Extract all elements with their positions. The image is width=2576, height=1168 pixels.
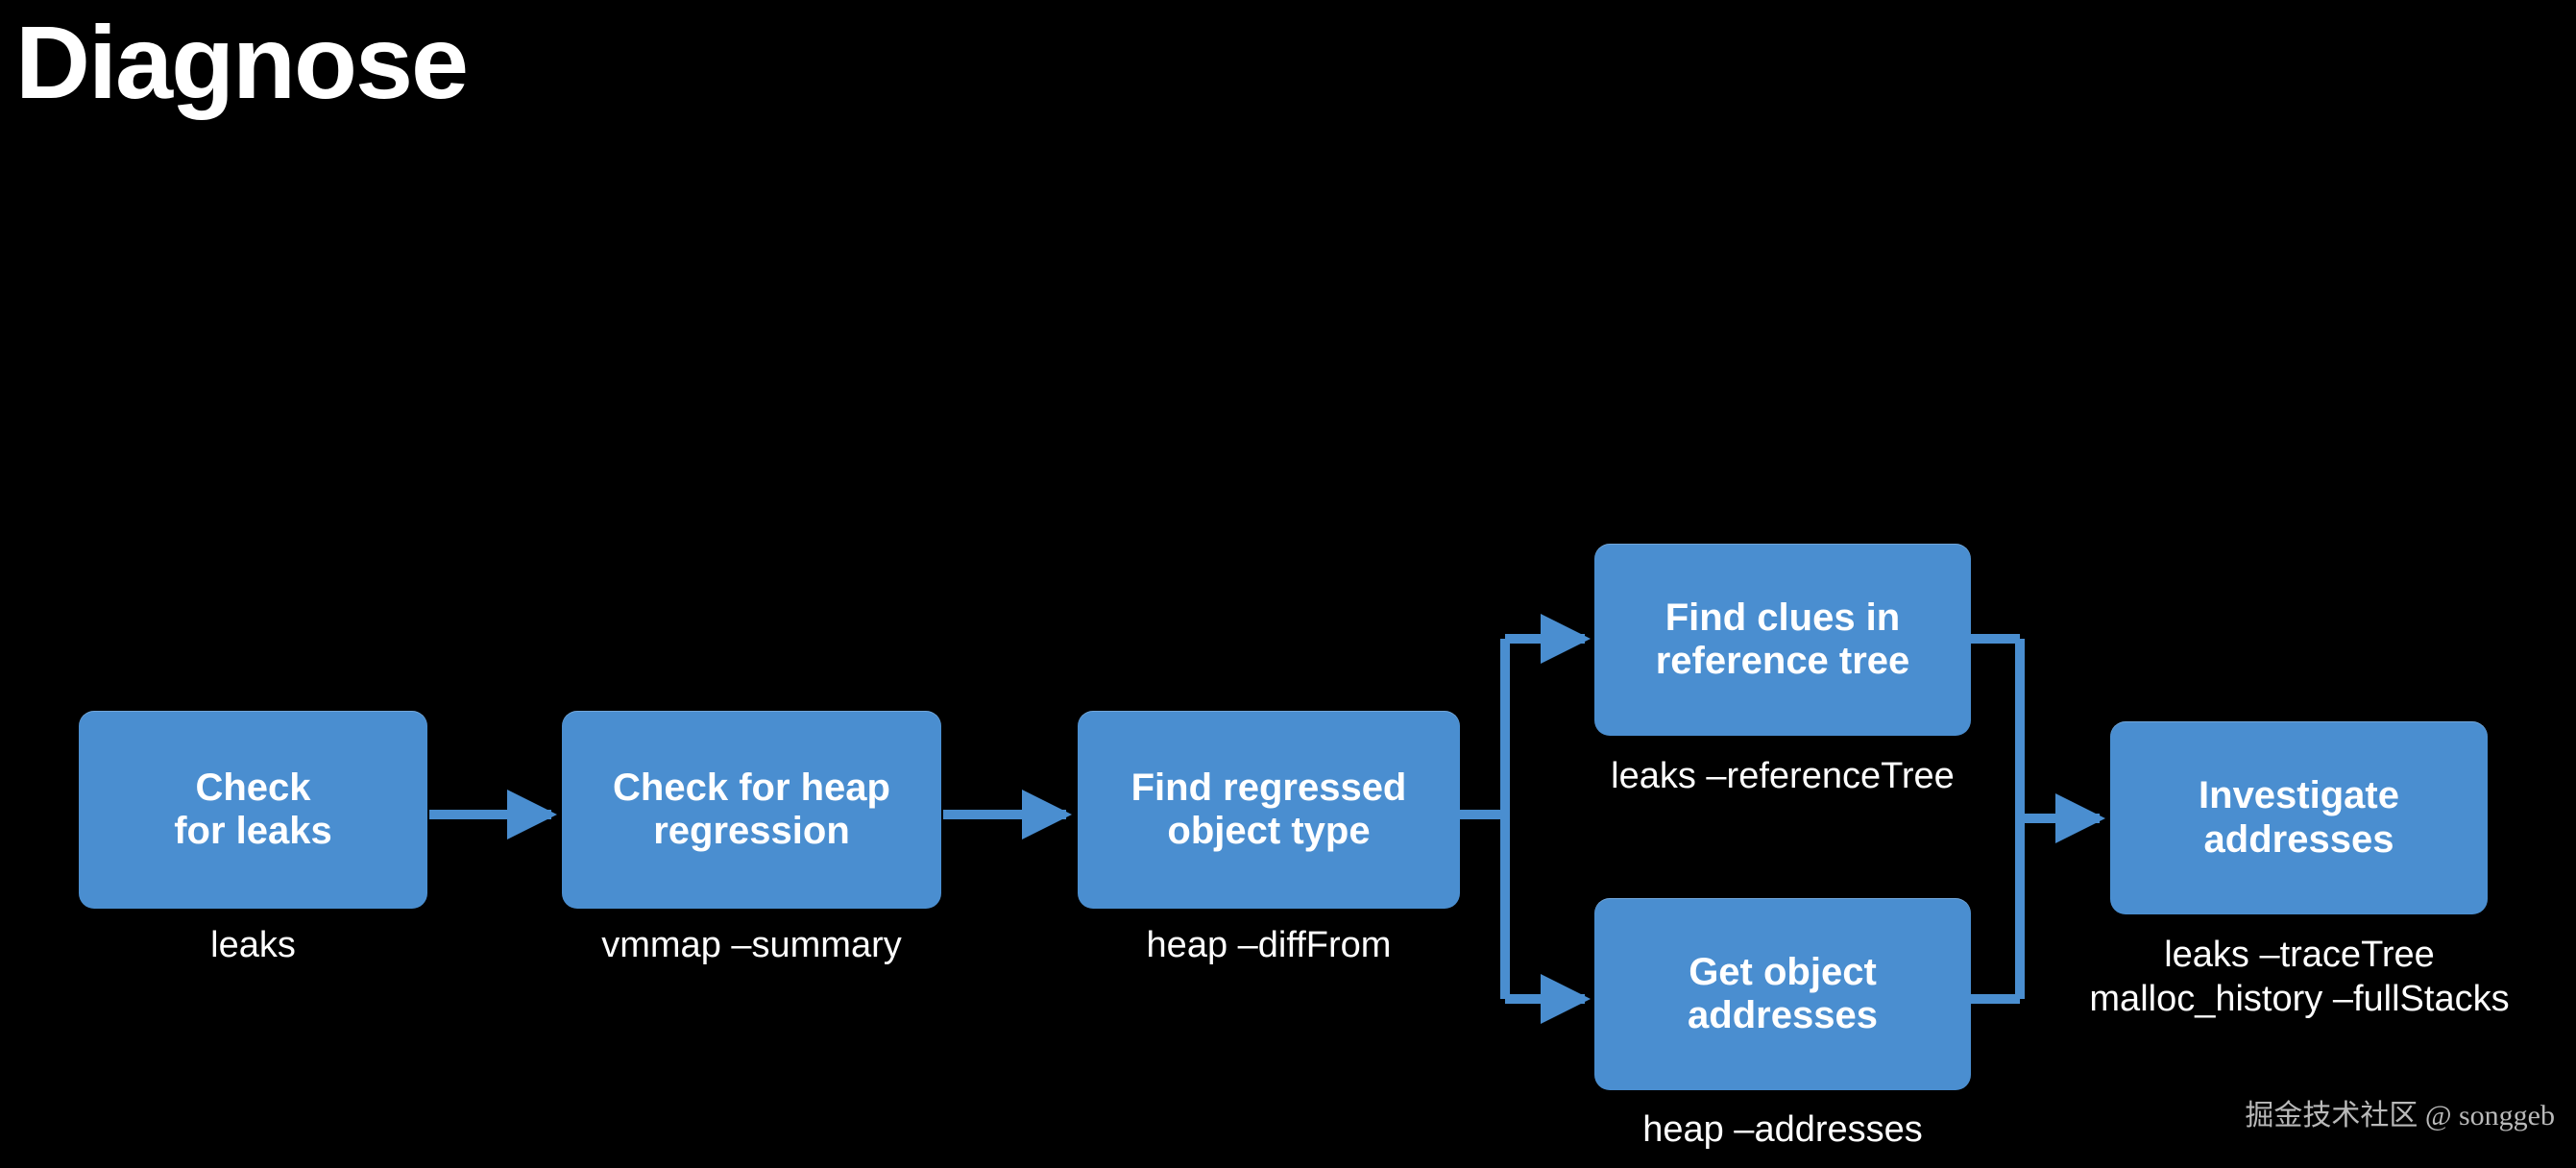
flow-node-label: Get object addresses <box>1688 950 1878 1036</box>
flow-node-label: Check for heap regression <box>613 766 890 852</box>
flow-node-label: Find clues in reference tree <box>1655 596 1910 682</box>
flow-node-investigate-addresses[interactable]: Investigate addresses <box>2110 721 2488 914</box>
flow-node-check-for-leaks[interactable]: Check for leaks <box>79 711 427 909</box>
flow-node-find-regressed-object-type[interactable]: Find regressed object type <box>1078 711 1460 909</box>
flow-node-get-object-addresses[interactable]: Get object addresses <box>1594 898 1971 1090</box>
flow-node-caption-check-for-leaks: leaks <box>210 925 296 965</box>
flow-node-caption-find-regressed-object-type: heap –diffFrom <box>1146 925 1392 965</box>
flow-node-label: Investigate addresses <box>2199 774 2399 861</box>
watermark: 掘金技术社区 @ songgeb <box>2245 1100 2555 1132</box>
flow-node-check-for-heap-regression[interactable]: Check for heap regression <box>562 711 941 909</box>
flow-node-label: Check for leaks <box>174 766 332 852</box>
flow-node-caption-check-for-heap-regression: vmmap –summary <box>601 925 902 965</box>
flow-node-find-clues-in-reference-tree[interactable]: Find clues in reference tree <box>1594 544 1971 736</box>
page-title: Diagnose <box>15 4 469 120</box>
flow-node-caption-get-object-addresses: heap –addresses <box>1642 1109 1923 1150</box>
flow-node-caption-investigate-addresses: leaks –traceTree malloc_history –fullSta… <box>2089 935 2510 1019</box>
flow-node-caption-find-clues-in-reference-tree: leaks –referenceTree <box>1611 756 1955 796</box>
flow-node-label: Find regressed object type <box>1130 766 1407 852</box>
